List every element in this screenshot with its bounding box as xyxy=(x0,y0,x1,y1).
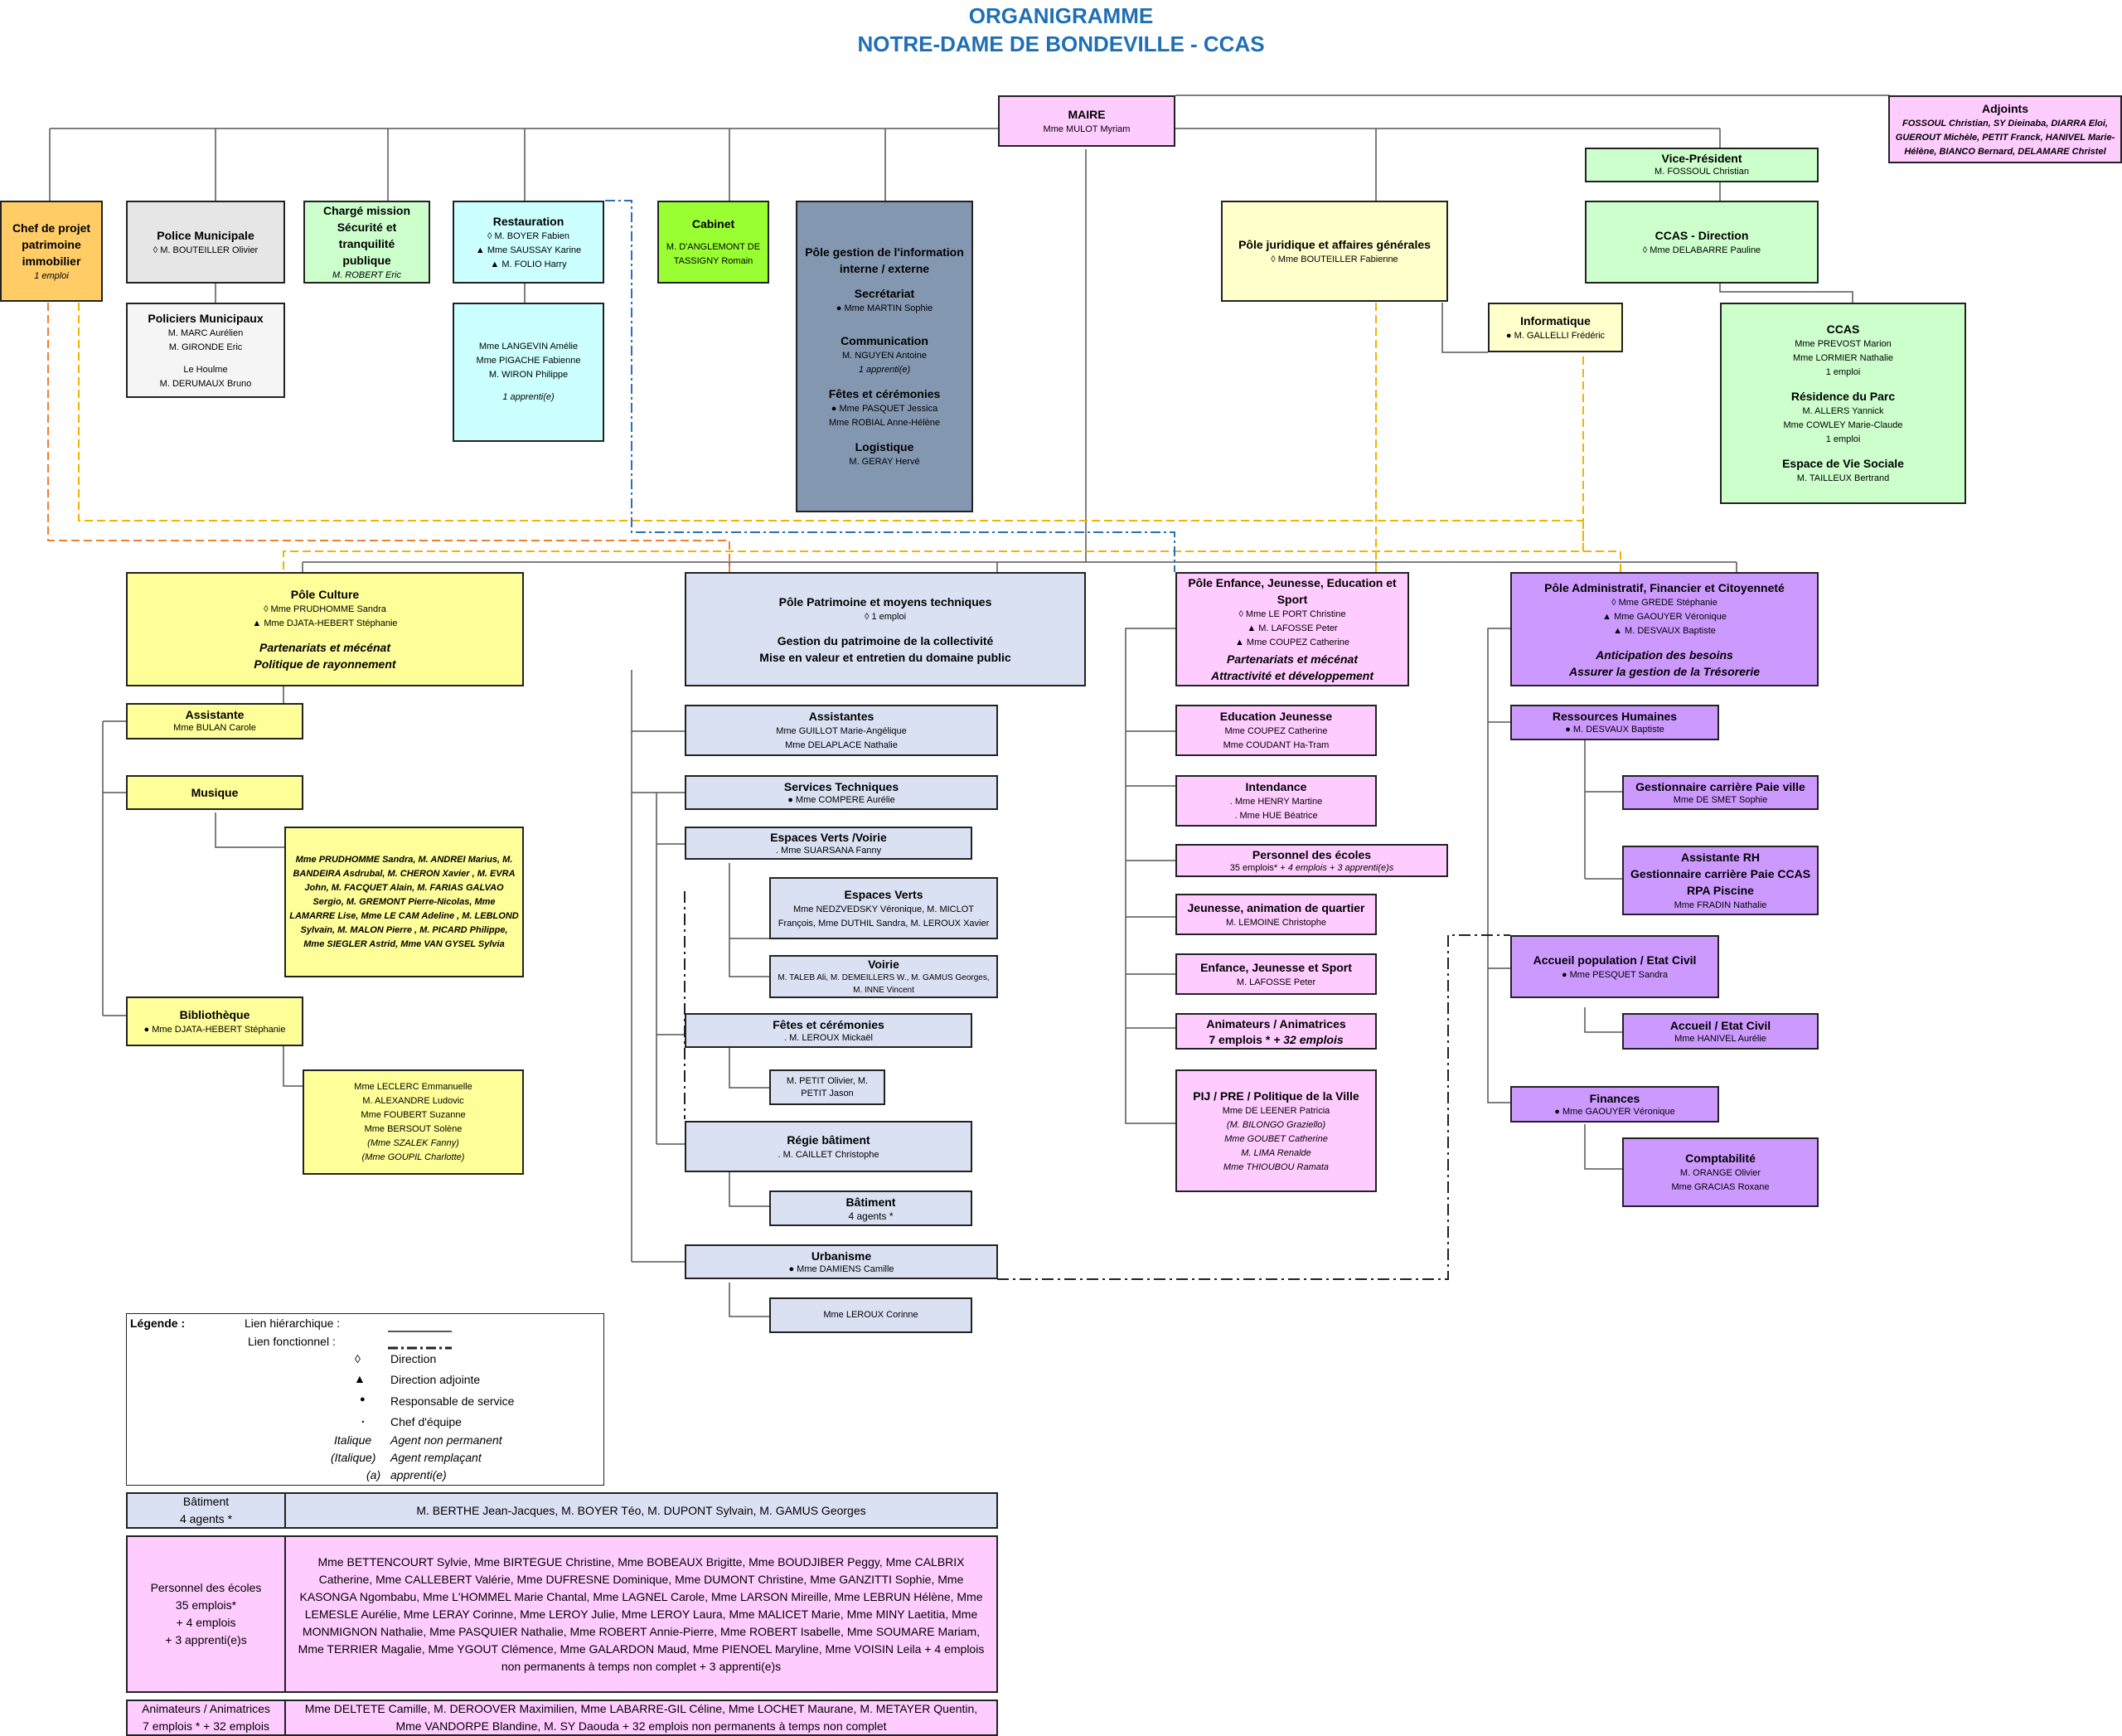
maire-box[interactable]: MAIRE Mme MULOT Myriam xyxy=(998,95,1175,147)
urbanisme-staff-box[interactable]: Mme LEROUX Corinne xyxy=(769,1297,972,1333)
pole-patrimoine-box[interactable]: Pôle Patrimoine et moyens techniques ◊ 1… xyxy=(685,572,1086,686)
bibliotheque-staff-box[interactable]: Mme LECLERC Emmanuelle M. ALEXANDRE Ludo… xyxy=(303,1069,524,1175)
fetes-ceremonies-box[interactable]: Fêtes et cérémonies . M. LEROUX Mickaël xyxy=(685,1013,972,1048)
services-techniques-box[interactable]: Services Techniques ● Mme COMPERE Auréli… xyxy=(685,775,998,810)
adjoints-box[interactable]: Adjoints FOSSOUL Christian, SY Dieinaba,… xyxy=(1888,95,2122,163)
musique-staff-box[interactable]: Mme PRUDHOMME Sandra, M. ANDREI Marius, … xyxy=(284,827,524,977)
batiment-box[interactable]: Bâtiment 4 agents * xyxy=(769,1190,972,1226)
legend-direction-symbol: ◊ xyxy=(355,1352,361,1365)
assistantes-box[interactable]: Assistantes Mme GUILLOT Marie-Angélique … xyxy=(685,705,998,756)
assistante-rh-box[interactable]: Assistante RH Gestionnaire carrière Paie… xyxy=(1622,846,1819,915)
finances-box[interactable]: Finances ● Mme GAOUYER Véronique xyxy=(1510,1086,1719,1123)
chef-projet-box[interactable]: Chef de projet patrimoine immobilier 1 e… xyxy=(0,201,103,302)
jeunesse-animation-box[interactable]: Jeunesse, animation de quartier M. LEMOI… xyxy=(1175,894,1377,935)
police-box[interactable]: Police Municipale ◊ M. BOUTEILLER Olivie… xyxy=(126,201,285,284)
enfance-sport-box[interactable]: Enfance, Jeunesse et Sport M. LAFOSSE Pe… xyxy=(1175,953,1377,995)
pole-information-box[interactable]: Pôle gestion de l'information interne / … xyxy=(796,201,973,512)
bibliotheque-box[interactable]: Bibliothèque ● Mme DJATA-HEBERT Stéphani… xyxy=(126,997,303,1046)
animateurs-box[interactable]: Animateurs / Animatrices 7 emplois * + 3… xyxy=(1175,1013,1377,1050)
legend-triangle-symbol: ▲ xyxy=(354,1372,366,1385)
pij-box[interactable]: PIJ / PRE / Politique de la Ville Mme DE… xyxy=(1175,1069,1377,1192)
musique-box[interactable]: Musique xyxy=(126,775,303,810)
regie-batiment-box[interactable]: Régie bâtiment . M. CAILLET Christophe xyxy=(685,1121,972,1172)
fetes-staff-box[interactable]: M. PETIT Olivier, M. PETIT Jason xyxy=(769,1069,885,1105)
pole-juridique-box[interactable]: Pôle juridique et affaires générales ◊ M… xyxy=(1221,201,1448,302)
policiers-box[interactable]: Policiers Municipaux M. MARC Aurélien M.… xyxy=(126,303,285,398)
intendance-box[interactable]: Intendance . Mme HENRY Martine . Mme HUE… xyxy=(1175,775,1377,827)
charge-mission-box[interactable]: Chargé mission Sécurité et tranquilité p… xyxy=(303,201,430,284)
ccas-box[interactable]: CCAS Mme PREVOST Marion Mme LORMIER Nath… xyxy=(1720,303,1966,504)
pole-administratif-box[interactable]: Pôle Administratif, Financier et Citoyen… xyxy=(1510,572,1819,686)
vice-president-box[interactable]: Vice-Président M. FOSSOUL Christian xyxy=(1585,148,1819,182)
legend: Légende : Lien hiérarchique : Lien fonct… xyxy=(126,1313,604,1486)
ressources-humaines-box[interactable]: Ressources Humaines ● M. DESVAUX Baptist… xyxy=(1510,705,1719,740)
ccas-direction-box[interactable]: CCAS - Direction ◊ Mme DELABARRE Pauline xyxy=(1585,201,1819,284)
espaces-verts-box[interactable]: Espaces Verts Mme NEDZVEDSKY Véronique, … xyxy=(769,877,998,939)
legend-small-dot-symbol: . xyxy=(361,1412,365,1425)
restauration-box[interactable]: Restauration ◊ M. BOYER Fabien ▲ Mme SAU… xyxy=(453,201,604,284)
pole-enfance-box[interactable]: Pôle Enfance, Jeunesse, Education et Spo… xyxy=(1175,572,1409,686)
accueil-population-box[interactable]: Accueil population / Etat Civil ● Mme PE… xyxy=(1510,935,1719,998)
comptabilite-box[interactable]: Comptabilité M. ORANGE Olivier Mme GRACI… xyxy=(1622,1137,1819,1207)
espaces-verts-voirie-box[interactable]: Espaces Verts /Voirie . Mme SUARSANA Fan… xyxy=(685,827,972,860)
voirie-box[interactable]: Voirie M. TALEB Ali, M. DEMEILLERS W., M… xyxy=(769,955,998,998)
chart-subtitle: NOTRE-DAME DE BONDEVILLE - CCAS xyxy=(857,32,1265,56)
cabinet-box[interactable]: Cabinet M. D'ANGLEMONT DE TASSIGNY Romai… xyxy=(657,201,769,284)
gestionnaire-carriere-box[interactable]: Gestionnaire carrière Paie ville Mme DE … xyxy=(1622,775,1819,810)
chart-title: ORGANIGRAMME xyxy=(968,3,1154,28)
accueil-etat-civil-box[interactable]: Accueil / Etat Civil Mme HANIVEL Aurélie xyxy=(1622,1013,1819,1050)
informatique-box[interactable]: Informatique ● M. GALLELLI Frédéric xyxy=(1488,303,1623,352)
pole-culture-box[interactable]: Pôle Culture ◊ Mme PRUDHOMME Sandra ▲ Mm… xyxy=(126,572,524,686)
legend-dot-symbol: ● xyxy=(360,1394,366,1404)
personnel-ecoles-box[interactable]: Personnel des écoles 35 emplois* + 4 emp… xyxy=(1175,844,1448,877)
restauration-staff-box[interactable]: Mme LANGEVIN Amélie Mme PIGACHE Fabienne… xyxy=(453,303,604,442)
assistante-box[interactable]: Assistante Mme BULAN Carole xyxy=(126,703,303,739)
education-jeunesse-box[interactable]: Education Jeunesse Mme COUPEZ Catherine … xyxy=(1175,705,1377,756)
urbanisme-box[interactable]: Urbanisme ● Mme DAMIENS Camille xyxy=(685,1244,998,1279)
